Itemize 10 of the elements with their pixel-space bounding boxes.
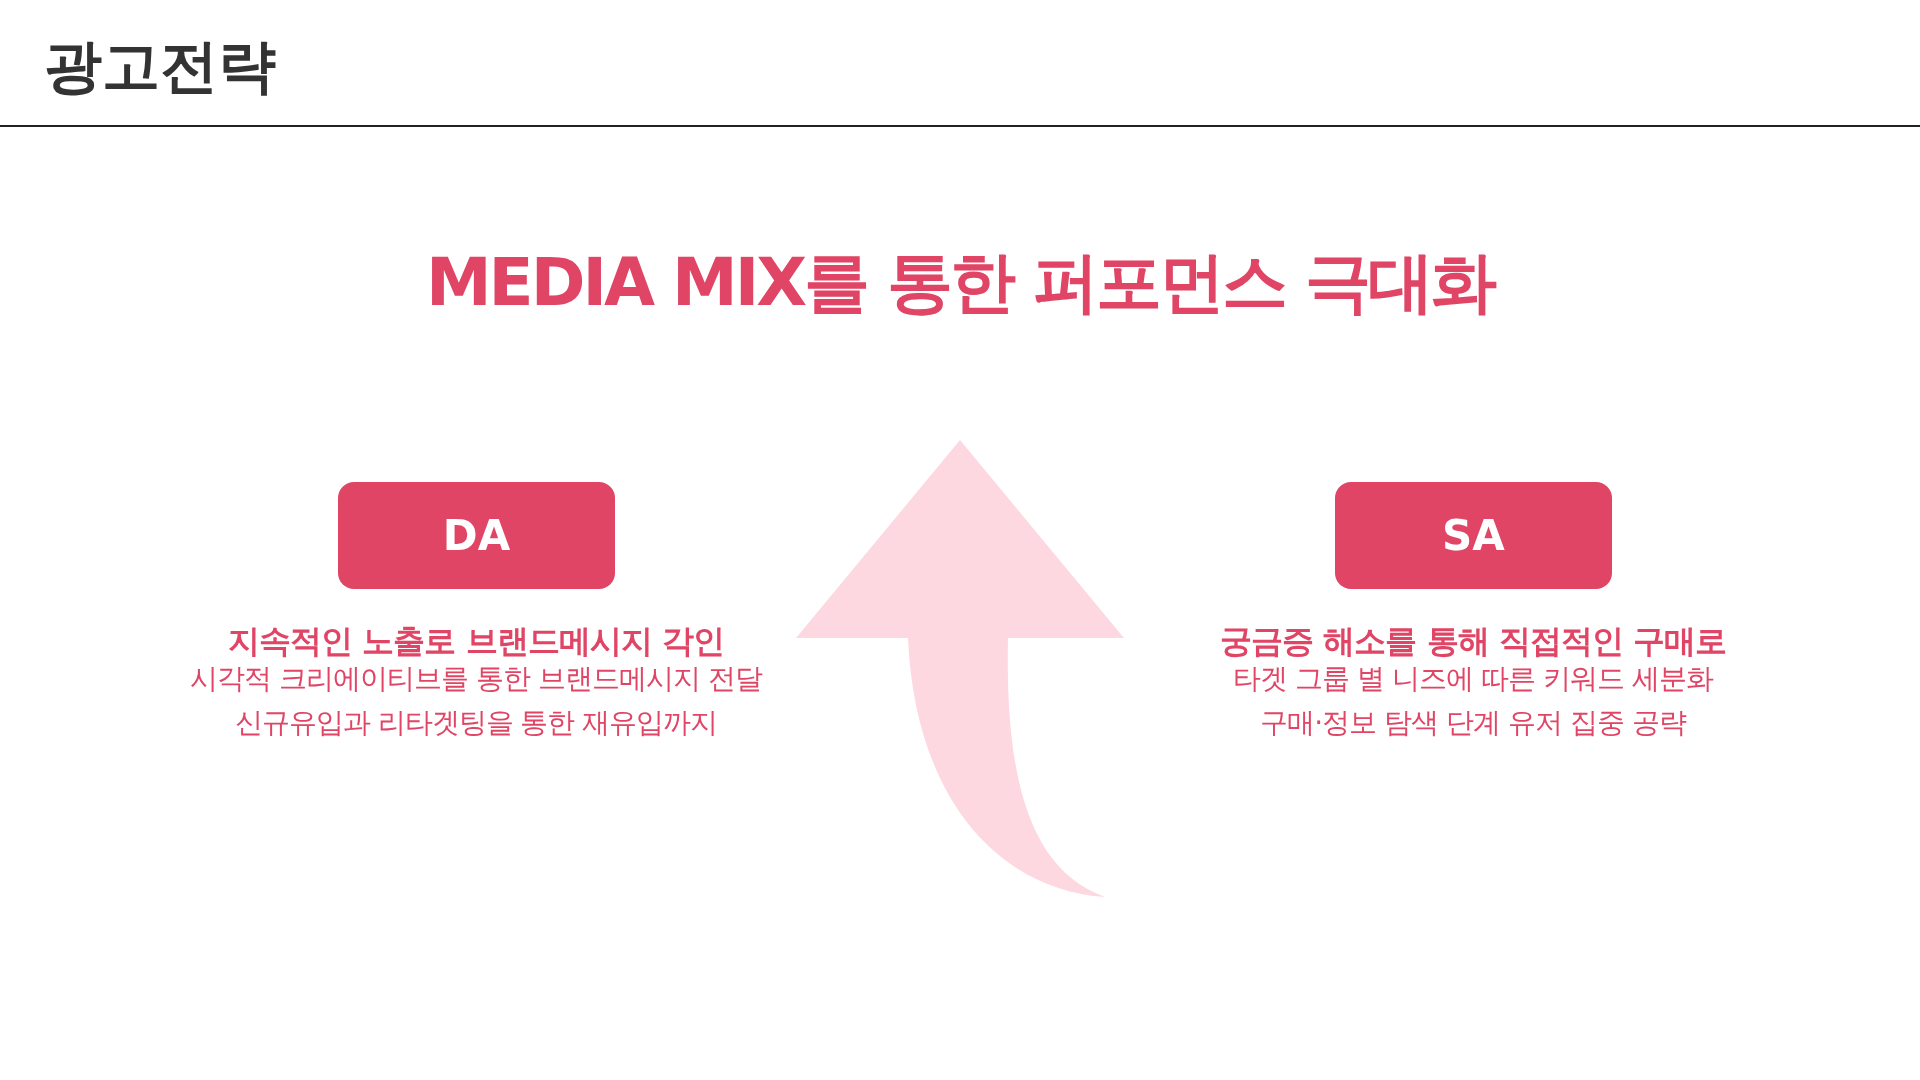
- label-box: DA: [338, 482, 615, 589]
- description-text: 시각적 크리에이티브를 통한 브랜드메시지 전달: [189, 661, 764, 697]
- label-box: SA: [1335, 482, 1612, 589]
- subheading: 지속적인 노출로 브랜드메시지 각인: [227, 621, 725, 662]
- headline: MEDIA MIX를 통한 퍼포먼스 극대화: [424, 243, 1496, 323]
- description-text: 구매·정보 탐색 단계 유저 집중 공략: [1259, 705, 1688, 741]
- description-text: 타겟 그룹 별 니즈에 따른 키워드 세분화: [1232, 661, 1715, 697]
- subheading: 궁금증 해소를 통해 직접적인 구매로: [1219, 621, 1727, 662]
- description-text: 신규유입과 리타겟팅을 통한 재유입까지: [233, 705, 719, 741]
- page-title: 광고전략: [44, 31, 276, 102]
